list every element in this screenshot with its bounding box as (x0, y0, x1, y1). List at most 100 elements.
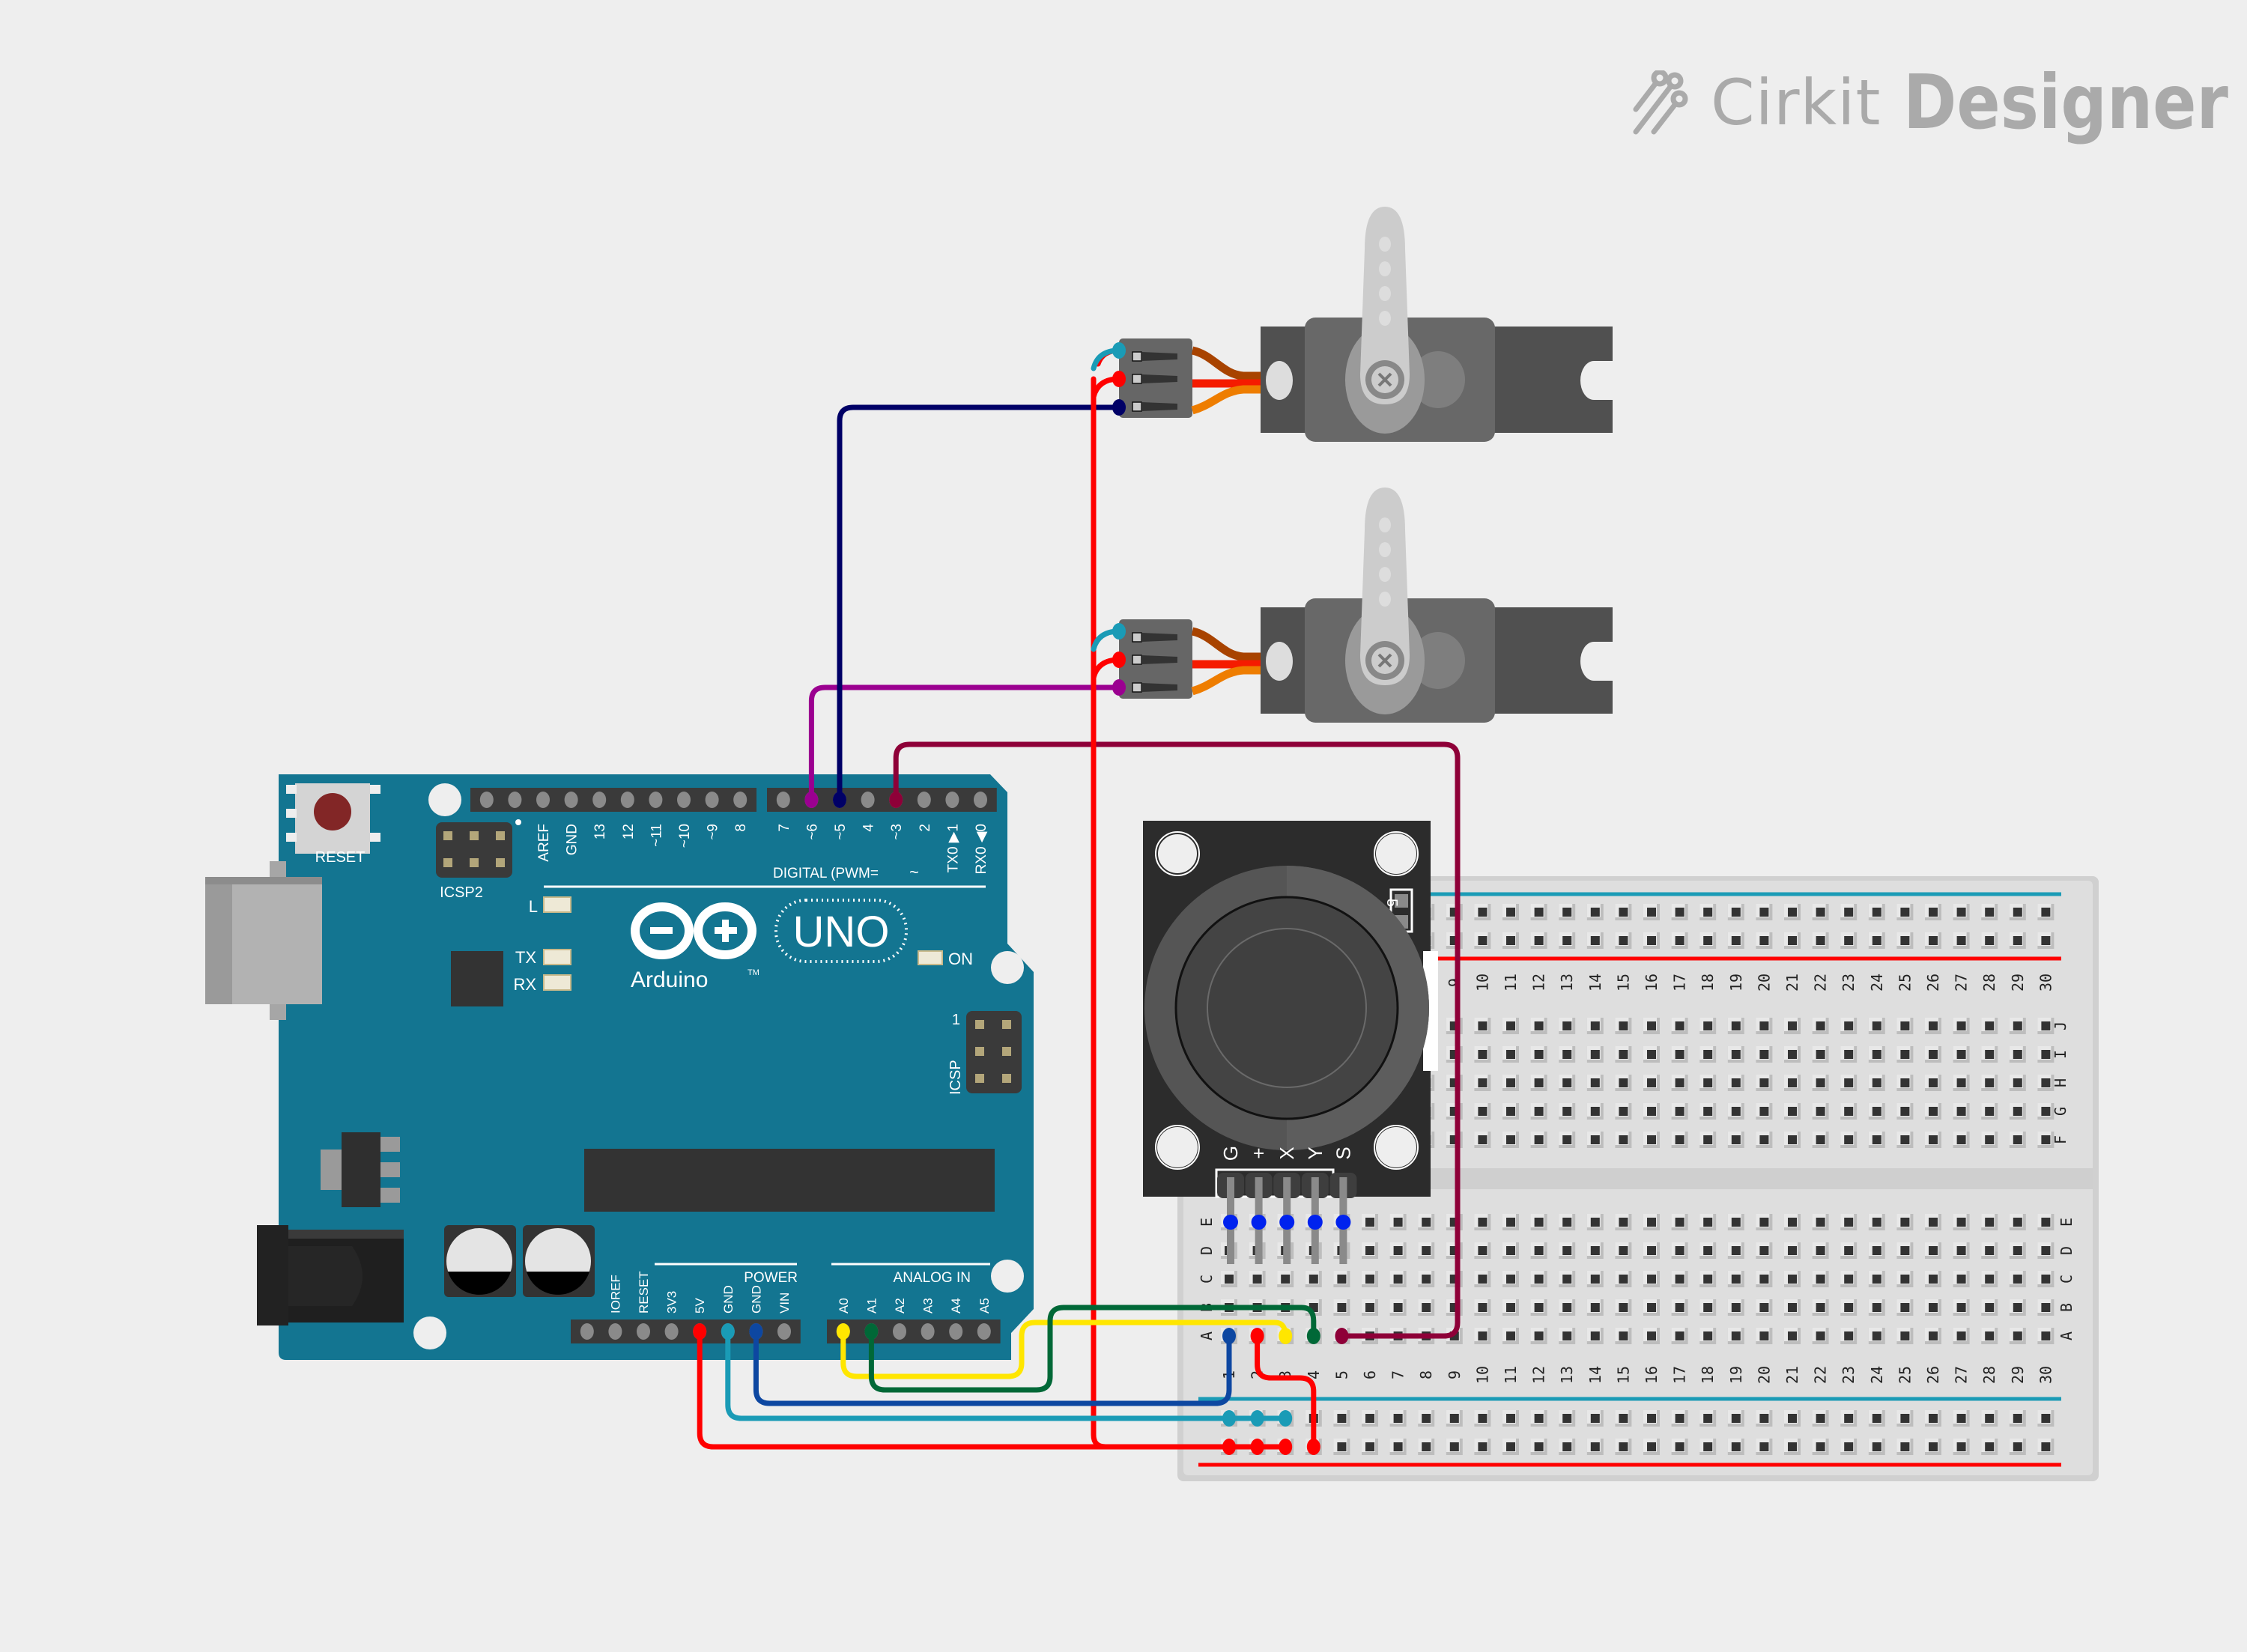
breadboard-hole[interactable] (1953, 1242, 1970, 1259)
wire-d6-servo2[interactable] (808, 684, 1122, 803)
breadboard-hole[interactable] (1699, 904, 1717, 920)
breadboard-hole[interactable] (1925, 1214, 1941, 1230)
breadboard-hole[interactable] (1756, 1271, 1773, 1287)
breadboard-hole[interactable] (1756, 1018, 1773, 1034)
breadboard-hole[interactable] (1953, 1299, 1970, 1316)
digital-pin[interactable] (536, 792, 550, 808)
digital-pin[interactable] (733, 792, 748, 808)
breadboard-hole[interactable] (1840, 904, 1858, 920)
breadboard-hole[interactable] (1699, 1214, 1717, 1230)
breadboard-hole[interactable] (1756, 1132, 1773, 1148)
breadboard-hole[interactable] (2037, 1214, 2055, 1230)
breadboard-hole[interactable] (1502, 1271, 1519, 1287)
breadboard-hole[interactable] (1953, 1439, 1970, 1455)
breadboard-hole[interactable] (1221, 1271, 1237, 1287)
breadboard-hole[interactable] (1277, 1271, 1294, 1287)
breadboard-hole[interactable] (1812, 1439, 1829, 1455)
digital-pin[interactable] (620, 792, 634, 808)
breadboard-hole[interactable] (1756, 932, 1773, 949)
breadboard-hole[interactable] (1586, 1328, 1604, 1344)
breadboard-hole[interactable] (1586, 1075, 1604, 1091)
breadboard-hole[interactable] (1671, 1242, 1688, 1259)
breadboard-hole[interactable] (1727, 1046, 1744, 1063)
breadboard-hole[interactable] (1559, 1018, 1576, 1034)
breadboard-hole[interactable] (1643, 1018, 1660, 1034)
digital-pin[interactable] (677, 792, 691, 808)
breadboard-hole[interactable] (1727, 1214, 1744, 1230)
breadboard-hole[interactable] (1446, 1439, 1463, 1455)
breadboard-hole[interactable] (1896, 1075, 1914, 1091)
breadboard-hole[interactable] (1840, 1103, 1858, 1120)
breadboard-hole[interactable] (1333, 1271, 1350, 1287)
breadboard-hole[interactable] (1474, 1439, 1491, 1455)
breadboard-hole[interactable] (1699, 1328, 1717, 1344)
breadboard-hole[interactable] (1756, 1410, 1773, 1427)
breadboard-hole[interactable] (1502, 1242, 1519, 1259)
breadboard-hole[interactable] (1418, 1439, 1435, 1455)
breadboard-hole[interactable] (1925, 1410, 1941, 1427)
digital-pin[interactable] (564, 792, 578, 808)
breadboard-hole[interactable] (1727, 1103, 1744, 1120)
servo-horn[interactable] (1360, 207, 1410, 404)
breadboard-hole[interactable] (1953, 1328, 1970, 1344)
breadboard-hole[interactable] (1784, 1103, 1801, 1120)
breadboard-hole[interactable] (1502, 904, 1519, 920)
breadboard-hole[interactable] (1389, 1299, 1407, 1316)
breadboard-hole[interactable] (1502, 1103, 1519, 1120)
breadboard-hole[interactable] (1389, 1410, 1407, 1427)
digital-pin-00[interactable] (974, 792, 987, 808)
breadboard-hole[interactable] (1840, 1242, 1858, 1259)
breadboard-hole[interactable] (1756, 904, 1773, 920)
breadboard-hole[interactable] (1333, 1410, 1350, 1427)
breadboard-hole[interactable] (1559, 1242, 1576, 1259)
breadboard-hole[interactable] (1756, 1299, 1773, 1316)
digital-pin-01[interactable] (945, 792, 959, 808)
breadboard-hole[interactable] (1362, 1271, 1378, 1287)
breadboard-hole[interactable] (1896, 1328, 1914, 1344)
breadboard-hole[interactable] (1953, 1271, 1970, 1287)
breadboard-hole[interactable] (1699, 1132, 1717, 1148)
reset-button[interactable] (286, 783, 380, 854)
breadboard-hole[interactable] (1389, 1242, 1407, 1259)
breadboard-hole[interactable] (1530, 904, 1547, 920)
breadboard-hole[interactable] (1868, 1299, 1885, 1316)
breadboard-hole[interactable] (1812, 1410, 1829, 1427)
breadboard-hole[interactable] (1981, 1132, 1998, 1148)
breadboard-hole[interactable] (1868, 1328, 1885, 1344)
breadboard-hole[interactable] (1953, 904, 1970, 920)
breadboard-hole[interactable] (1671, 1271, 1688, 1287)
breadboard-hole[interactable] (1671, 1214, 1688, 1230)
wire-joystick-vcc-rail[interactable] (1255, 1333, 1317, 1450)
breadboard-hole[interactable] (1586, 1271, 1604, 1287)
breadboard-hole[interactable] (1474, 1410, 1491, 1427)
power-pin[interactable] (664, 1323, 679, 1340)
breadboard-hole[interactable] (1389, 1214, 1407, 1230)
breadboard-hole[interactable] (1643, 932, 1660, 949)
breadboard-hole[interactable] (2037, 1410, 2055, 1427)
breadboard-hole[interactable] (1896, 1018, 1914, 1034)
breadboard-hole[interactable] (1953, 1018, 1970, 1034)
digital-pin[interactable] (592, 792, 607, 808)
breadboard-hole[interactable] (1586, 1103, 1604, 1120)
breadboard-hole[interactable] (1840, 1132, 1858, 1148)
breadboard-hole[interactable] (1305, 1271, 1322, 1287)
breadboard-hole[interactable] (1868, 932, 1885, 949)
breadboard-hole[interactable] (2037, 1242, 2055, 1259)
breadboard-hole[interactable] (2009, 1046, 2026, 1063)
breadboard-hole[interactable] (1671, 1046, 1688, 1063)
breadboard-hole[interactable] (1671, 1075, 1688, 1091)
digital-pin[interactable] (508, 792, 522, 808)
breadboard-hole[interactable] (1643, 1075, 1660, 1091)
breadboard-hole[interactable] (1925, 1075, 1941, 1091)
breadboard-hole[interactable] (1699, 1299, 1717, 1316)
breadboard-hole[interactable] (1981, 1328, 1998, 1344)
breadboard-hole[interactable] (1981, 1046, 1998, 1063)
breadboard-hole[interactable] (1249, 1271, 1266, 1287)
breadboard-hole[interactable] (1784, 1439, 1801, 1455)
breadboard-hole[interactable] (1896, 1299, 1914, 1316)
breadboard-hole[interactable] (1756, 1103, 1773, 1120)
breadboard-hole[interactable] (1727, 1075, 1744, 1091)
breadboard-hole[interactable] (1418, 1271, 1435, 1287)
breadboard-hole[interactable] (1643, 1214, 1660, 1230)
breadboard-hole[interactable] (1643, 904, 1660, 920)
